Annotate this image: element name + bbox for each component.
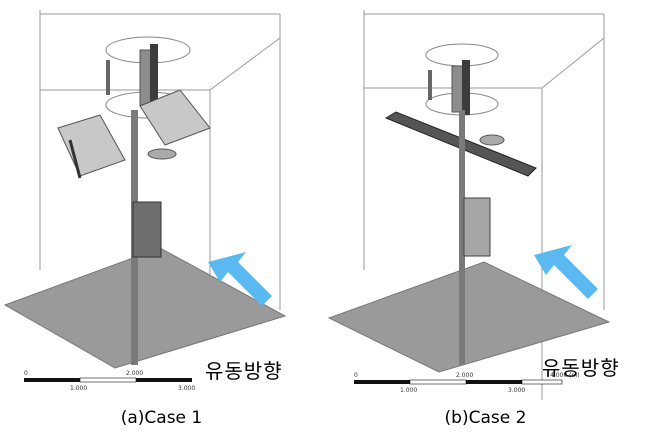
case2-scale-tick-1000: 1.000 <box>400 387 418 394</box>
case1-ground-plane <box>3 247 287 369</box>
case2-panel: 0 2.000 4.000 (m) 1.000 3.000 유동방향 (b)Ca… <box>324 0 647 442</box>
case1-solar-panel-right <box>139 89 211 146</box>
case2-caption: (b)Case 2 <box>444 408 527 428</box>
case1-scale-tick-2000: 2.000 <box>126 370 144 377</box>
case1-scale-tick-1000: 1.000 <box>70 385 88 392</box>
case2-scale-tick-3000: 3.000 <box>508 387 526 394</box>
case2-scale-tick-2000: 2.000 <box>456 372 474 379</box>
case1-scale-bar <box>24 377 192 383</box>
case1-flow-direction-label: 유동방향 <box>205 359 283 383</box>
case1-rotor-blade <box>150 44 158 104</box>
case1-panel-mount <box>68 139 82 179</box>
case2-scale-tick-0: 0 <box>354 372 358 379</box>
case1-panel: 0 2.000 1.000 3.000 유동방향 (a)Case 1 <box>0 0 323 442</box>
case1-caption: (a)Case 1 <box>120 408 203 428</box>
case2-ground-plane <box>327 261 611 373</box>
case2-scale-bar <box>354 379 563 385</box>
case1-lamp <box>147 148 177 160</box>
case1-domain-lines <box>39 10 281 310</box>
case2-rotor-blade <box>462 60 470 115</box>
case2-flow-direction-label: 유동방향 <box>542 356 620 380</box>
flow-direction-arrow-icon <box>534 245 598 299</box>
case1-control-box <box>132 201 162 258</box>
case2-rotor-blade-left <box>428 70 432 100</box>
flow-direction-arrow-icon <box>208 252 272 306</box>
case2-control-box <box>463 197 491 257</box>
case1-scale-tick-3000: 3.000 <box>178 385 196 392</box>
case2-lamp <box>479 134 505 146</box>
case1-rotor-blade-left <box>106 60 110 95</box>
case1-solar-panel-left <box>57 114 126 177</box>
case1-scale-tick-0: 0 <box>24 370 28 377</box>
case2-pole <box>459 110 465 365</box>
case2-model-drawing <box>327 10 611 400</box>
case1-model-drawing <box>3 10 287 383</box>
case2-scale-tick-4000: 4.000 (m) <box>550 372 580 379</box>
